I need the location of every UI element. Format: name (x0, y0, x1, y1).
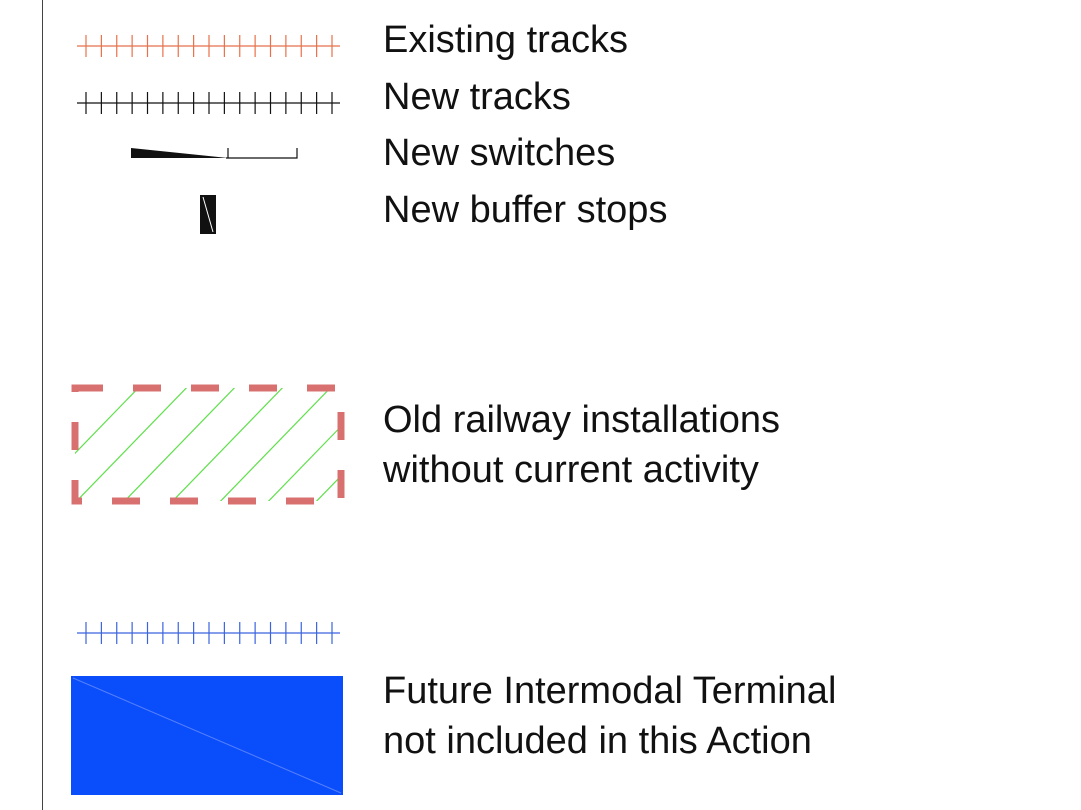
legend-label-old-installations: Old railway installations without curren… (383, 395, 780, 495)
legend-label-future-terminal: Future Intermodal Terminal not included … (383, 666, 836, 766)
existing-track-icon (77, 35, 340, 57)
legend-label-old-installations-line-2: without current activity (383, 449, 759, 491)
legend-label-new-switches: New switches (383, 132, 616, 174)
hatch-line (315, 475, 341, 501)
legend-label-future-terminal-line-1: Future Intermodal Terminal (383, 670, 837, 712)
legend-label-existing-tracks: Existing tracks (383, 19, 628, 61)
filled-terminal-rectangle-icon (71, 676, 343, 795)
hatch-line (123, 388, 236, 501)
legend-label-new-tracks: New tracks (383, 76, 571, 118)
hatched-dashed-rectangle-icon (71, 384, 345, 505)
hatch-line (171, 388, 284, 501)
hatch-line (267, 425, 341, 501)
hatch-line (75, 388, 140, 455)
switch-icon (131, 148, 298, 159)
future-track-icon (77, 622, 340, 644)
buffer-stop-icon (200, 195, 216, 234)
legend-label-future-terminal-line-2: not included in this Action (383, 720, 812, 762)
new-track-icon (77, 92, 340, 114)
legend-label-new-buffer-stops: New buffer stops (383, 189, 668, 231)
hatch-line (219, 388, 332, 501)
hatch-line (75, 388, 188, 501)
legend-label-old-installations-line-1: Old railway installations (383, 399, 781, 441)
